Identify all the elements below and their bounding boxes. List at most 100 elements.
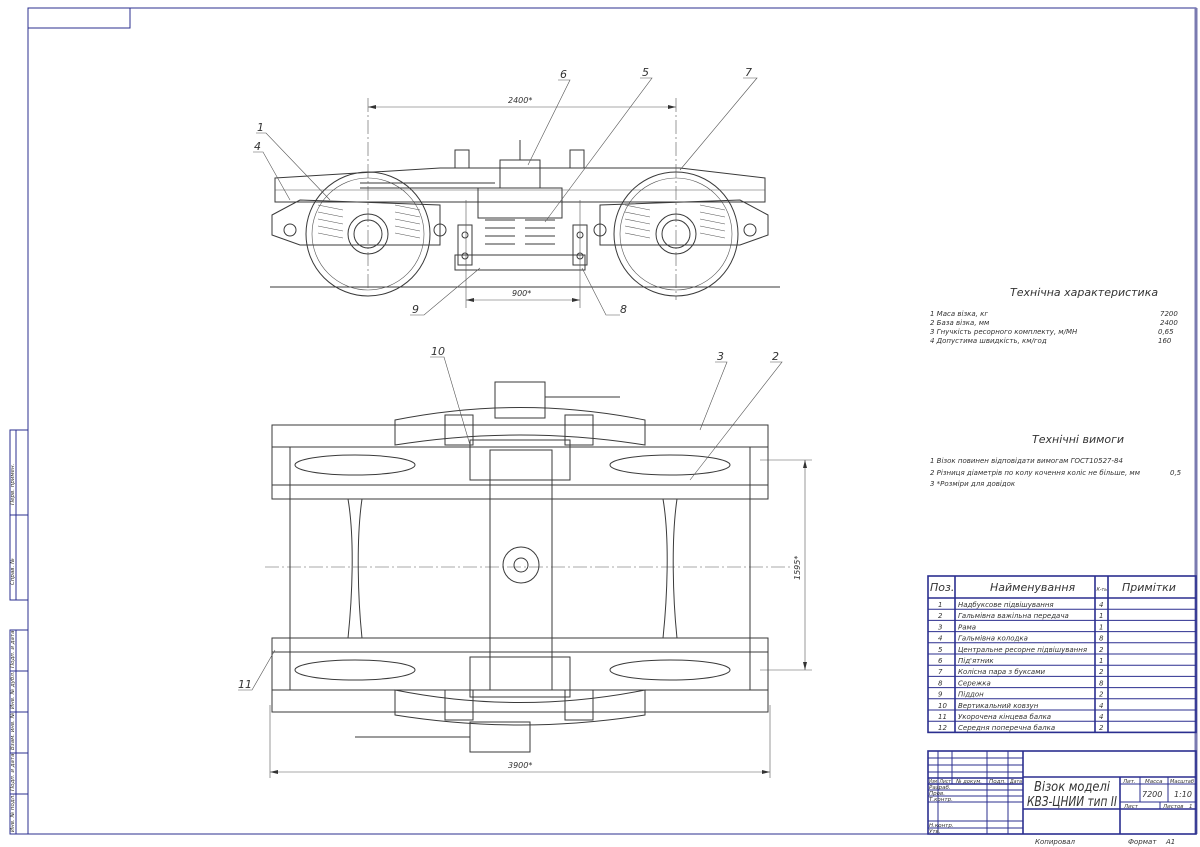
table-header: Найменування xyxy=(990,581,1076,594)
table-cell: Вертикальний ковзун xyxy=(958,702,1039,710)
table-cell: Середня поперечна балка xyxy=(958,724,1055,732)
req-value: 0,5 xyxy=(1170,469,1182,477)
table-cell: 1 xyxy=(938,601,942,609)
format-label: Формат xyxy=(1128,838,1157,846)
table-cell: Укорочена кінцева балка xyxy=(958,713,1051,721)
table-cell: Центральне ресорне підвішування xyxy=(958,646,1087,654)
position-label: 11 xyxy=(238,678,252,691)
position-label: 1 xyxy=(257,121,264,134)
scale-label: Масштаб xyxy=(1170,779,1195,785)
table-header: К-ть xyxy=(1097,587,1108,593)
table-header: Поз. xyxy=(930,581,954,594)
table-cell: 9 xyxy=(938,691,943,699)
char-label: 3 Гнучкість ресорного комплекту, м/МН xyxy=(930,328,1078,336)
position-label: 3 xyxy=(717,350,724,363)
scale-value: 1:10 xyxy=(1174,790,1192,799)
title-block: Изм Лист № докум. Подп. Дата Разраб. Про… xyxy=(927,750,1197,835)
sheets-label: Листов xyxy=(1162,804,1184,810)
table-cell: Колісна пара з буксами xyxy=(958,668,1045,676)
dimension-gauge: 1595* xyxy=(793,556,802,580)
table-cell: 10 xyxy=(938,702,947,710)
strip-label: Взам. инв. № xyxy=(10,712,16,750)
position-label: 4 xyxy=(254,140,261,153)
row-label: Разраб. xyxy=(929,785,951,791)
char-value: 160 xyxy=(1158,337,1172,345)
table-cell: Гальмівна колодка xyxy=(958,635,1028,643)
col-label: № докум. xyxy=(955,779,982,785)
char-label: 4 Допустима швидкість, км/год xyxy=(930,337,1047,345)
position-label: 5 xyxy=(642,66,649,79)
side-view: 2400* 900* 1 4 6 5 7 9 8 xyxy=(253,66,780,316)
table-cell: 4 xyxy=(1099,713,1103,721)
table-cell: 6 xyxy=(938,657,943,665)
position-label: 2 xyxy=(772,350,779,363)
row-label: Т.контр. xyxy=(929,797,953,803)
table-cell: Надбуксове підвішування xyxy=(958,601,1054,609)
table-cell: 12 xyxy=(938,724,947,732)
col-label: Лист xyxy=(939,779,952,785)
table-cell: Сережка xyxy=(958,679,991,687)
drawing-title: Візок моделі xyxy=(1034,780,1110,795)
table-cell: 5 xyxy=(938,646,943,654)
req-label: 3 *Розміри для довідок xyxy=(930,480,1016,488)
table-cell: 2 xyxy=(938,612,943,620)
char-label: 1 Маса візка, кг xyxy=(930,310,988,318)
strip-label: Перв. примен. xyxy=(10,463,16,505)
position-label: 6 xyxy=(560,68,567,81)
req-label: 2 Різниця діаметрів по колу кочення колі… xyxy=(930,469,1141,477)
table-cell: 11 xyxy=(938,713,947,721)
position-label: 8 xyxy=(620,303,627,316)
section-title: Технічні вимоги xyxy=(1032,433,1124,446)
specification-table: Поз. Найменування К-ть Примітки 1 Надбуксове … xyxy=(927,575,1197,734)
lit-label: Лит. xyxy=(1122,779,1136,785)
col-label: Подп. xyxy=(989,779,1006,785)
char-value: 2400 xyxy=(1160,319,1178,327)
dimension-base: 2400* xyxy=(508,96,532,105)
dimension-bolster: 900* xyxy=(512,289,531,298)
position-label: 9 xyxy=(412,303,419,316)
table-cell: Піддон xyxy=(958,691,984,699)
table-cell: 1 xyxy=(1099,657,1103,665)
row-label: Утв. xyxy=(929,829,941,835)
strip-label: Подп. и дата xyxy=(10,753,16,791)
char-label: 2 База візка, мм xyxy=(930,319,990,327)
table-cell: 4 xyxy=(1099,601,1103,609)
mass-value: 7200 xyxy=(1142,790,1162,799)
table-header: Примітки xyxy=(1122,581,1176,594)
sheets-value: 1 xyxy=(1189,804,1193,810)
strip-label: Подп. и дата xyxy=(10,630,16,668)
table-cell: 1 xyxy=(1099,612,1103,620)
row-label: Н.контр. xyxy=(929,823,954,829)
table-cell: 7 xyxy=(938,668,943,676)
strip-label: Инв. № подл. xyxy=(10,794,16,832)
table-cell: 2 xyxy=(1099,724,1104,732)
table-cell: 4 xyxy=(1099,702,1103,710)
table-cell: Рама xyxy=(958,623,976,631)
position-label: 10 xyxy=(431,345,445,358)
col-label: Изм xyxy=(929,779,937,785)
table-cell: 1 xyxy=(1099,623,1103,631)
strip-label: Инв. № дубл. xyxy=(10,671,16,709)
format-value: A1 xyxy=(1165,838,1175,846)
section-title: Технічна характеристика xyxy=(1010,286,1158,299)
sheet-label: Лист xyxy=(1123,804,1139,810)
table-cell: Гальмівна важільна передача xyxy=(958,612,1069,620)
mass-label: Масса xyxy=(1145,779,1163,785)
char-value: 0,65 xyxy=(1158,328,1174,336)
dimension-length: 3900* xyxy=(508,761,532,770)
char-value: 7200 xyxy=(1160,310,1178,318)
table-cell: 8 xyxy=(1099,635,1104,643)
row-label: Пров. xyxy=(929,791,945,797)
table-cell: Під'ятник xyxy=(958,657,994,665)
table-cell: 2 xyxy=(1099,646,1104,654)
side-stamp-strip: Перв. примен. Справ. № Подп. и дата Инв.… xyxy=(9,429,29,835)
strip-label: Справ. № xyxy=(10,558,16,585)
table-cell: 3 xyxy=(938,623,942,631)
table-cell: 8 xyxy=(938,679,943,687)
drawing-title: КВЗ-ЦНИИ тип II xyxy=(1027,795,1117,810)
position-label: 7 xyxy=(745,66,752,79)
technical-characteristics: Технічна характеристика 1 Маса візка, кг… xyxy=(930,286,1178,345)
table-cell: 4 xyxy=(938,635,942,643)
technical-requirements: Технічні вимоги 1 Візок повинен відповід… xyxy=(930,433,1182,488)
